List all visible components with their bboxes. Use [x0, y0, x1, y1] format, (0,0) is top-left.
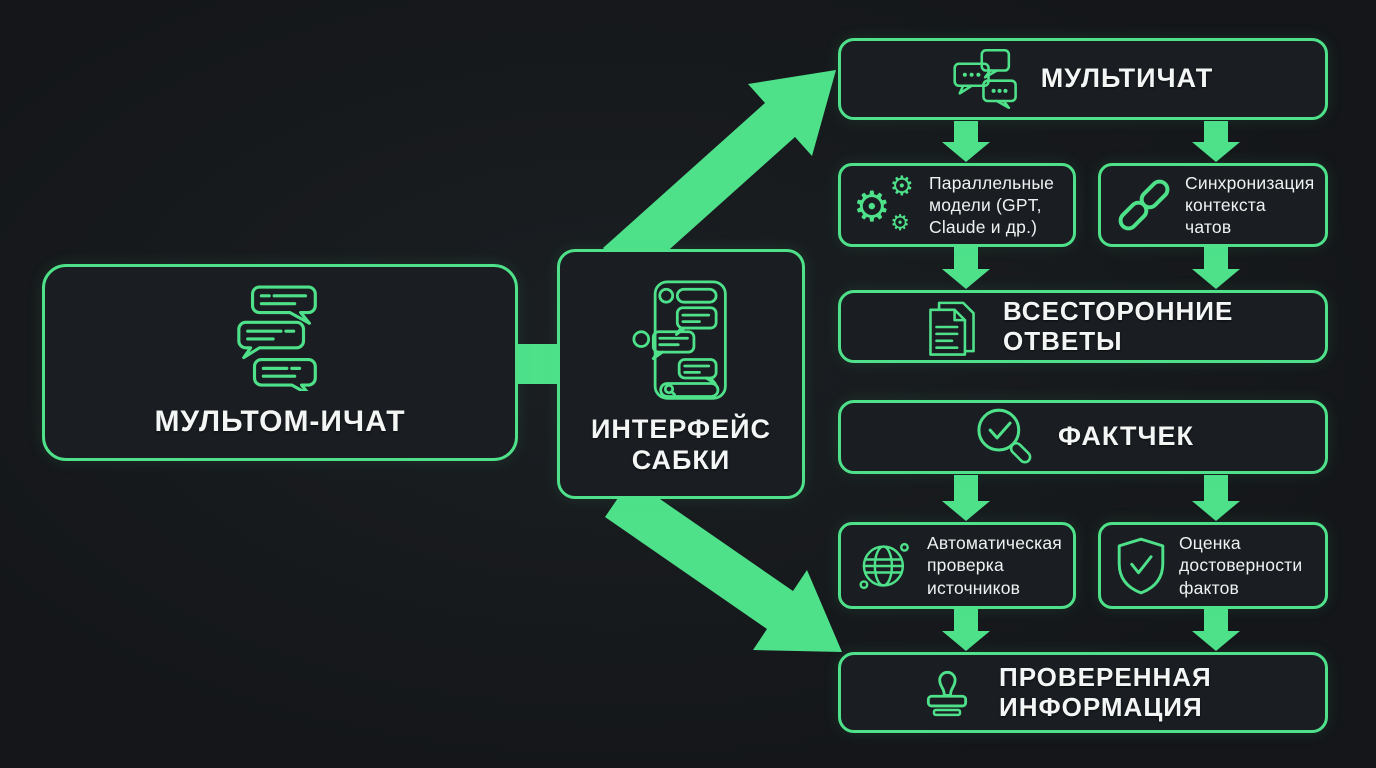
hub-to-verified-arrow	[605, 479, 842, 652]
chat-multi-icon	[953, 48, 1019, 110]
node-parallel-models: ⚙ ⚙ ⚙ Параллельные модели (GPT, Claude и…	[838, 163, 1076, 247]
phone-chat-icon	[631, 280, 731, 402]
documents-icon	[923, 296, 981, 358]
down-arrow	[1192, 247, 1240, 289]
node-source: МУЛЬТОМ-ИЧАТ	[42, 264, 518, 461]
stamp-icon	[917, 662, 977, 724]
node-source-check-title: Автоматическая проверка источников	[927, 533, 1062, 598]
node-source-check: Автоматическая проверка источников	[838, 522, 1076, 609]
down-arrow	[1192, 475, 1240, 521]
globe-icon	[855, 538, 915, 594]
node-answers: ВСЕСТОРОННИЕ ОТВЕТЫ	[838, 290, 1328, 363]
node-multichat: МУЛЬТИЧАТ	[838, 38, 1328, 120]
node-factcheck-title: ФАКТЧЕК	[1058, 421, 1194, 452]
gears-icon: ⚙ ⚙ ⚙	[853, 171, 914, 236]
node-source-title: МУЛЬТОМ-ИЧАТ	[154, 405, 406, 439]
down-arrow	[942, 247, 990, 289]
node-hub: ИНТЕРФЕЙС САБКИ	[557, 249, 805, 499]
down-arrow	[942, 121, 990, 162]
down-arrow	[942, 609, 990, 651]
node-fact-assessment-title: Оценка достоверности фактов	[1179, 533, 1303, 598]
node-hub-title: ИНТЕРФЕЙС САБКИ	[590, 413, 772, 475]
node-answers-title: ВСЕСТОРОННИЕ ОТВЕТЫ	[1003, 295, 1234, 356]
down-arrow	[942, 475, 990, 521]
node-parallel-models-title: Параллельные модели (GPT, Claude и др.)	[929, 172, 1055, 238]
node-factcheck: ФАКТЧЕК	[838, 400, 1328, 474]
node-context-sync: Синхронизация контекста чатов	[1098, 163, 1328, 247]
magnifier-check-icon	[972, 405, 1036, 469]
down-arrow	[1192, 121, 1240, 162]
node-verified-title: ПРОВЕРЕННАЯ ИНФОРМАЦИЯ	[999, 661, 1212, 722]
node-multichat-title: МУЛЬТИЧАТ	[1040, 63, 1214, 94]
node-fact-assessment: Оценка достоверности фактов	[1098, 522, 1328, 609]
source-hub-connector	[512, 344, 560, 384]
chain-link-icon	[1115, 176, 1173, 234]
down-arrow	[1192, 609, 1240, 651]
node-verified: ПРОВЕРЕННАЯ ИНФОРМАЦИЯ	[838, 652, 1328, 733]
chat-stack-icon	[231, 285, 329, 392]
node-context-sync-title: Синхронизация контекста чатов	[1185, 172, 1315, 238]
shield-check-icon	[1115, 536, 1167, 596]
